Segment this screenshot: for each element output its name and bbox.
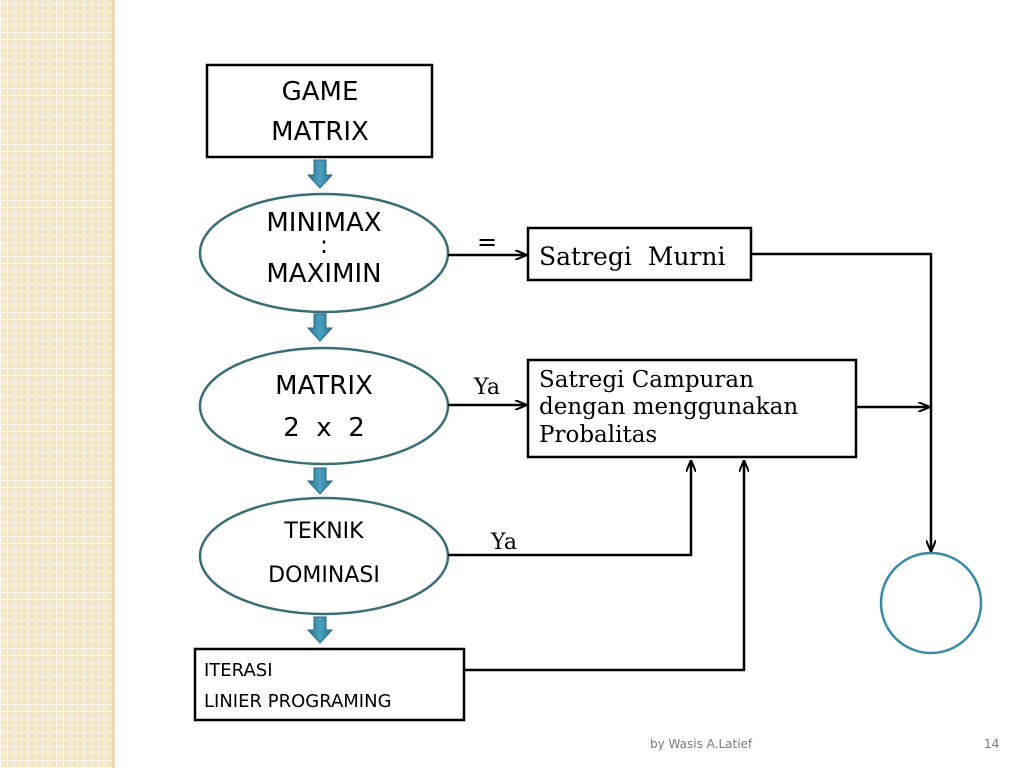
teknik-line1: TEKNIK bbox=[283, 519, 364, 544]
strategi-campuran-node: Satregi Campuran dengan menggunakan Prob… bbox=[526, 358, 858, 459]
equals-label: = bbox=[477, 228, 497, 256]
down-block-arrow bbox=[306, 467, 334, 495]
campuran-line3: Probalitas bbox=[539, 422, 657, 448]
campuran-line2: dengan menggunakan bbox=[539, 394, 798, 420]
iterasi-node: ITERASI LINIER PROGRAMING bbox=[193, 647, 466, 722]
matrix22-line2: 2 x 2 bbox=[283, 413, 365, 443]
matrix-2x2-node: MATRIX 2 x 2 bbox=[198, 346, 450, 466]
connector-teknik-campuran bbox=[448, 461, 691, 557]
matrix22-line1: MATRIX bbox=[275, 371, 373, 401]
game-matrix-line2: MATRIX bbox=[271, 117, 369, 147]
footer-author: by Wasis A.Latief bbox=[650, 737, 753, 751]
down-block-arrow bbox=[306, 313, 334, 342]
strategi-murni-node: Satregi Murni bbox=[526, 226, 753, 282]
campuran-line1: Satregi Campuran bbox=[539, 367, 754, 393]
minimax-line2: : bbox=[320, 231, 328, 259]
minimax-line1: MINIMAX bbox=[266, 208, 381, 238]
iterasi-line2: LINIER PROGRAMING bbox=[204, 691, 392, 712]
minimax-line3: MAXIMIN bbox=[266, 259, 381, 289]
connector-iterasi-campuran bbox=[464, 461, 744, 672]
ya-label-2: Ya bbox=[490, 530, 517, 555]
teknik-dominasi-node: TEKNIK DOMINASI bbox=[198, 496, 450, 616]
side-strip-edge bbox=[112, 0, 115, 768]
game-matrix-line1: GAME bbox=[282, 77, 359, 107]
down-block-arrow bbox=[306, 616, 334, 644]
minimax-maximin-node: MINIMAX : MAXIMIN bbox=[198, 192, 450, 314]
connector-murni-end bbox=[751, 252, 931, 551]
iterasi-line1: ITERASI bbox=[204, 660, 273, 681]
ya-label-1: Ya bbox=[473, 375, 500, 400]
teknik-line2: DOMINASI bbox=[268, 563, 380, 588]
game-matrix-node: GAME MATRIX bbox=[205, 63, 434, 159]
end-circle bbox=[879, 551, 983, 655]
strategi-murni-label: Satregi Murni bbox=[539, 242, 725, 271]
decorative-side-strip bbox=[0, 0, 112, 768]
down-block-arrow bbox=[306, 159, 334, 189]
page-number: 14 bbox=[984, 737, 1000, 751]
